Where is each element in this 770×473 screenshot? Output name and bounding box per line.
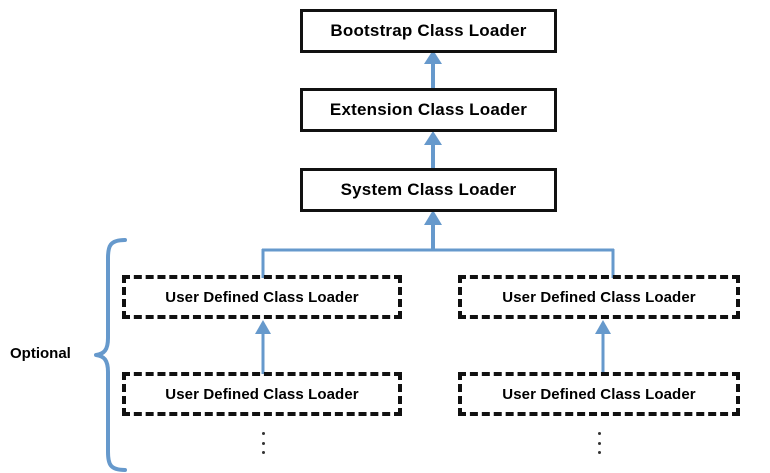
ellipsis-dot [597, 432, 601, 435]
node-user-defined-class-loader-right-top-label: User Defined Class Loader [497, 288, 701, 306]
edge-user-branch-to-system [250, 208, 630, 288]
node-user-defined-class-loader-left-top[interactable]: User Defined Class Loader [122, 275, 402, 319]
node-system-class-loader-label: System Class Loader [340, 180, 517, 199]
node-user-defined-class-loader-right-bottom-label: User Defined Class Loader [497, 385, 701, 403]
ellipsis-dot [597, 441, 601, 445]
ellipsis-left-column [261, 432, 265, 454]
node-user-defined-class-loader-right-top[interactable]: User Defined Class Loader [458, 275, 740, 319]
ellipsis-dot [261, 451, 265, 454]
edge-system-to-extension [420, 129, 446, 169]
node-user-defined-class-loader-left-bottom-label: User Defined Class Loader [160, 385, 364, 403]
node-user-defined-class-loader-left-bottom[interactable]: User Defined Class Loader [122, 372, 402, 416]
node-bootstrap-class-loader[interactable]: Bootstrap Class Loader [300, 9, 557, 53]
node-user-defined-class-loader-right-bottom[interactable]: User Defined Class Loader [458, 372, 740, 416]
node-bootstrap-class-loader-label: Bootstrap Class Loader [330, 21, 527, 40]
node-user-defined-class-loader-left-top-label: User Defined Class Loader [160, 288, 364, 306]
ellipsis-right-column [597, 432, 601, 454]
ellipsis-dot [261, 441, 265, 445]
node-system-class-loader[interactable]: System Class Loader [300, 168, 557, 212]
ellipsis-dot [261, 432, 265, 435]
node-extension-class-loader[interactable]: Extension Class Loader [300, 88, 557, 132]
edge-extension-to-bootstrap [420, 48, 446, 88]
optional-brace [80, 236, 130, 473]
ellipsis-dot [597, 451, 601, 454]
optional-label: Optional [10, 345, 71, 362]
node-extension-class-loader-label: Extension Class Loader [329, 100, 528, 119]
edge-user-right-bottom-to-top [590, 318, 616, 374]
edge-user-left-bottom-to-top [250, 318, 276, 374]
